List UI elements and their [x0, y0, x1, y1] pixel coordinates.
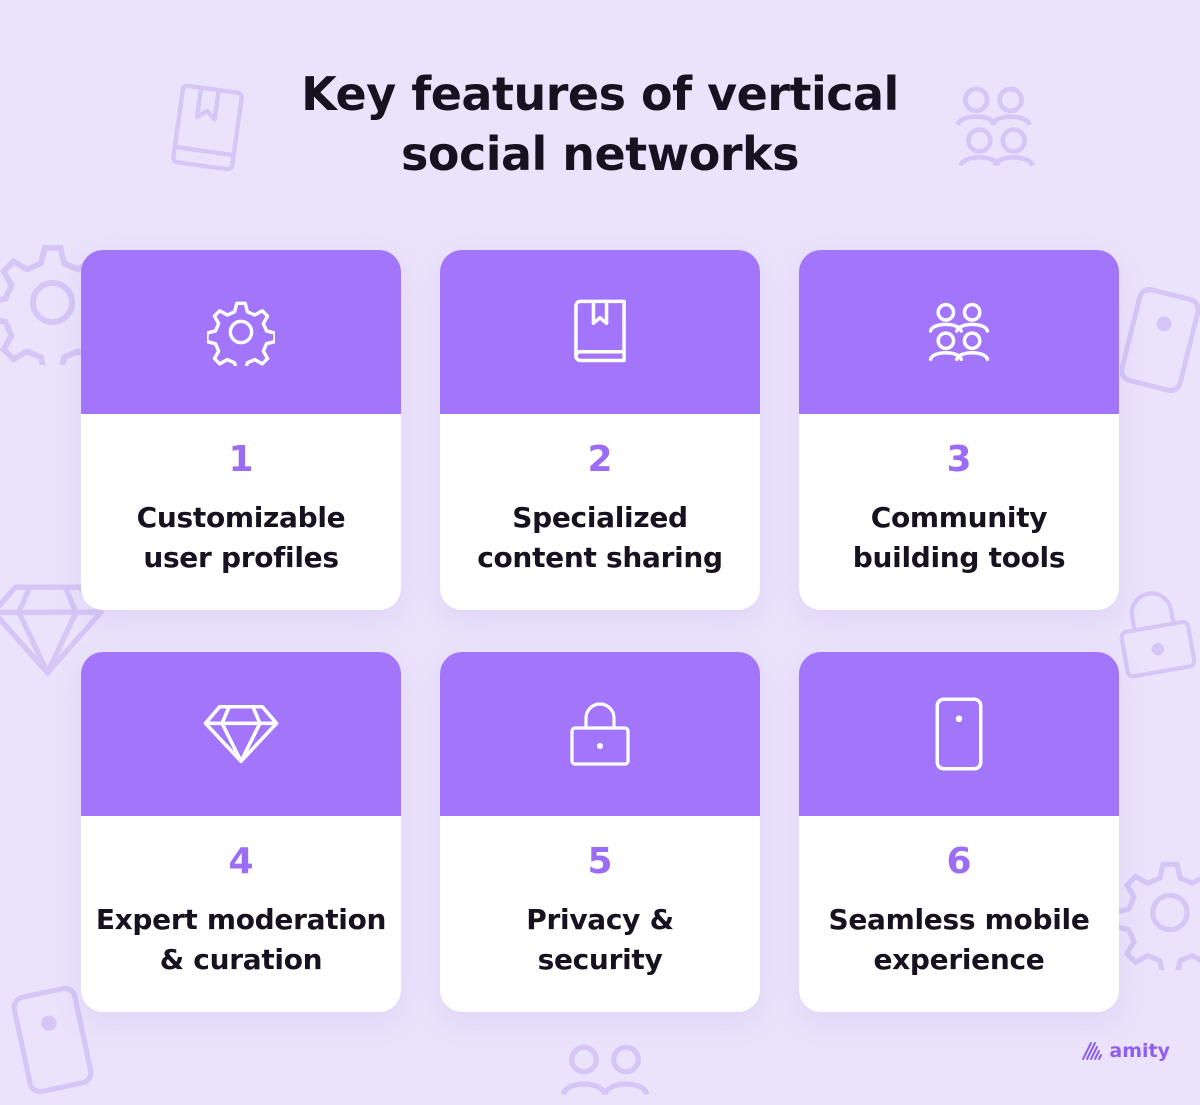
title-line-2: social networks — [400, 127, 800, 181]
card-label: Privacy & security — [440, 900, 760, 980]
card-header — [440, 652, 760, 816]
feature-card-5: 5 Privacy & security — [440, 652, 760, 1012]
card-label-line-2: user profiles — [143, 541, 339, 574]
card-header — [81, 250, 401, 414]
card-label-line-2: content sharing — [477, 541, 723, 574]
card-header — [81, 652, 401, 816]
card-label-line-2: security — [537, 943, 663, 976]
card-number: 4 — [228, 841, 254, 882]
gear-icon — [207, 301, 275, 366]
feature-card-3: 3 Community building tools — [799, 250, 1119, 610]
card-label-line-1: Expert moderation — [95, 903, 387, 936]
card-header — [799, 250, 1119, 414]
feature-card-4: 4 Expert moderation & curation — [81, 652, 401, 1012]
page-title: Key features of vertical social networks — [200, 64, 1000, 184]
card-label-line-2: building tools — [852, 541, 1066, 574]
logo-text: amity — [1109, 1040, 1170, 1062]
card-label-line-1: Customizable — [136, 501, 346, 534]
background-users-icon-bottom — [560, 1044, 650, 1096]
card-label-line-1: Seamless mobile — [828, 903, 1090, 936]
background-book-icon — [171, 83, 244, 172]
feature-card-2: 2 Specialized content sharing — [440, 250, 760, 610]
card-number: 1 — [228, 439, 254, 480]
card-label-line-1: Privacy & — [526, 903, 674, 936]
feature-card-1: 1 Customizable user profiles — [81, 250, 401, 610]
background-diamond-icon — [0, 584, 104, 676]
title-line-1: Key features of vertical — [301, 67, 899, 121]
feature-card-6: 6 Seamless mobile experience — [799, 652, 1119, 1012]
users-group-icon — [928, 302, 990, 362]
card-header — [799, 652, 1119, 816]
card-number: 6 — [946, 841, 972, 882]
card-label-line-2: & curation — [159, 943, 323, 976]
amity-logo-icon — [1082, 1042, 1103, 1060]
card-label: Customizable user profiles — [81, 498, 401, 578]
background-phone-icon-bottom — [11, 985, 94, 1095]
card-label-line-2: experience — [873, 943, 1045, 976]
diamond-icon — [203, 704, 279, 764]
card-label: Seamless mobile experience — [799, 900, 1119, 980]
card-header — [440, 250, 760, 414]
card-number: 3 — [946, 439, 972, 480]
book-icon — [574, 299, 626, 363]
card-number: 2 — [587, 439, 613, 480]
card-label: Specialized content sharing — [440, 498, 760, 578]
background-gear-icon-right — [1115, 861, 1200, 970]
card-label-line-1: Community — [870, 501, 1048, 534]
lock-icon — [570, 702, 630, 766]
amity-logo: amity — [1081, 1040, 1170, 1062]
mobile-phone-icon — [935, 697, 983, 771]
card-label: Expert moderation & curation — [81, 900, 401, 980]
background-lock-icon — [1119, 591, 1197, 679]
background-users-icon — [955, 86, 1035, 167]
card-number: 5 — [587, 841, 613, 882]
card-label-line-1: Specialized — [512, 501, 688, 534]
background-phone-icon — [1120, 287, 1200, 393]
card-label: Community building tools — [799, 498, 1119, 578]
